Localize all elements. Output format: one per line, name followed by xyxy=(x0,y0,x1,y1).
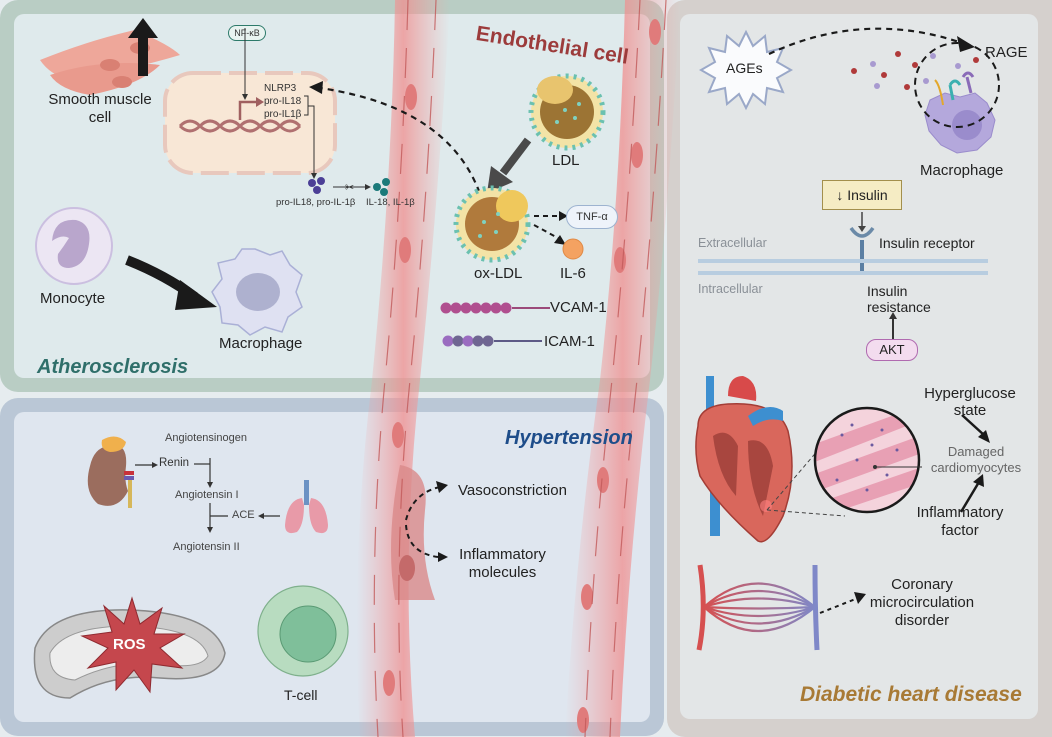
nfkb-badge: NF-κB xyxy=(228,25,266,41)
oxldl-particle-icon xyxy=(453,185,531,263)
endothelial-nucleus xyxy=(649,19,661,45)
heart-icon xyxy=(695,376,793,543)
lung-to-ace-arrow xyxy=(258,513,280,519)
ldl-particle-icon xyxy=(528,73,606,151)
cardiomyocyte-histology-icon xyxy=(813,406,922,514)
ace-cleavage-arrow xyxy=(207,503,228,533)
insulin-box: ↓ Insulin xyxy=(822,180,902,210)
monocyte-label: Monocyte xyxy=(40,290,106,307)
akt-badge: AKT xyxy=(866,339,918,361)
endothelial-nucleus xyxy=(577,707,589,733)
ages-label: AGEs xyxy=(726,60,763,76)
oxldl-cytokine-arrows xyxy=(533,211,568,245)
t-cell-label: T-cell xyxy=(284,687,318,703)
atherosclerosis-title: Atherosclerosis xyxy=(37,356,189,378)
capillary-network-icon xyxy=(696,564,820,651)
angiotensin-1-label: Angiotensin I xyxy=(175,489,239,501)
pro-cytokine-dot xyxy=(308,179,316,187)
hyperglucose-arrow xyxy=(961,414,990,443)
nucleus-gene-list: NLRP3 pro-IL18 pro-IL1β xyxy=(264,82,301,121)
inflammatory-molecules-label: Inflammatory molecules xyxy=(459,546,546,581)
gene-nlrp3: NLRP3 xyxy=(264,83,297,94)
endothelial-nucleus xyxy=(597,467,609,493)
il6-icon xyxy=(562,238,584,260)
endothelial-nucleus xyxy=(631,142,643,168)
vcam-label: VCAM-1 xyxy=(550,299,607,316)
insulin-resistance-label: Insulin resistance xyxy=(867,283,931,315)
tnf-alpha-badge: TNF-α xyxy=(566,205,618,229)
gene-pro-il1b: pro-IL1β xyxy=(264,109,302,120)
cytokine-dot xyxy=(373,183,381,191)
t-cell-icon xyxy=(257,585,349,677)
ligand-dots xyxy=(851,51,979,90)
ace-label: ACE xyxy=(232,509,255,521)
endothelial-nucleus xyxy=(399,555,415,581)
renin-cleavage-arrow xyxy=(194,458,213,488)
pro-cytokine-dot xyxy=(313,186,321,194)
ages-to-rage-arrow xyxy=(768,27,979,90)
scissors-icon: ✂ xyxy=(345,182,354,194)
oxldl-label: ox-LDL xyxy=(474,265,523,282)
macrophage-icon xyxy=(211,248,303,336)
gene-pro-il18: pro-IL18 xyxy=(264,96,302,107)
endothelial-effect-arrows xyxy=(405,481,448,562)
cytokine-dot xyxy=(380,188,388,196)
monocyte-icon xyxy=(35,207,113,285)
insulin-receptor-icon xyxy=(849,212,875,272)
right-vessel-wall xyxy=(565,0,680,737)
inflammatory-factor-label: Inflammatory factor xyxy=(916,504,1004,539)
nucleus-icon xyxy=(163,28,337,175)
intracellular-label: Intracellular xyxy=(698,282,763,296)
smooth-muscle-label: Smooth muscle cell xyxy=(48,91,152,126)
cytokine-label: IL-18, IL-1β xyxy=(366,197,415,208)
icam-molecule-icon xyxy=(442,335,542,347)
hyperglucose-label: Hyperglucose state xyxy=(924,385,1016,419)
il6-label: IL-6 xyxy=(560,265,586,282)
kidney-to-renin-arrow xyxy=(135,462,158,468)
endothelial-nucleus xyxy=(581,584,593,610)
icam-label: ICAM-1 xyxy=(544,333,595,350)
endothelial-nucleus xyxy=(392,422,404,448)
pro-cytokine-label: pro-IL18, pro-IL-1β xyxy=(276,197,356,208)
pro-cytokine-dot xyxy=(317,177,325,185)
inflammatory-factor-arrow xyxy=(959,474,984,513)
cell-membrane-bottom xyxy=(698,271,988,275)
coronary-microcirculation-label: Coronary microcirculation disorder xyxy=(869,576,975,629)
akt-to-resistance-arrow xyxy=(889,312,897,339)
diabetic-macrophage-label: Macrophage xyxy=(920,162,1004,179)
cleavage-pathway: ✂ xyxy=(308,177,390,196)
endothelial-nucleus xyxy=(399,237,411,263)
macrophage-label: Macrophage xyxy=(219,335,303,352)
endothelial-nucleus xyxy=(405,84,417,110)
insulin-receptor-label: Insulin receptor xyxy=(879,235,975,251)
left-vessel-wall xyxy=(356,0,450,737)
up-arrow-icon xyxy=(128,18,158,76)
damaged-cardiomyocytes-label: Damaged cardiomyocytes xyxy=(930,444,1022,475)
rage-label: RAGE xyxy=(985,44,1028,61)
macrophage-rage-icon xyxy=(914,42,1000,154)
microcirculation-arrow xyxy=(819,592,866,614)
endothelial-nucleus xyxy=(383,670,395,696)
smooth-muscle-cell-icon xyxy=(40,30,180,95)
extracellular-label: Extracellular xyxy=(698,236,767,250)
cytokine-dot xyxy=(382,178,390,186)
lung-icon xyxy=(285,480,328,534)
oxldl-to-nlrp3-arrow xyxy=(309,81,485,204)
ros-label: ROS xyxy=(113,636,146,653)
angiotensinogen-label: Angiotensinogen xyxy=(165,432,247,444)
angiotensin-2-label: Angiotensin II xyxy=(173,541,240,553)
ldl-label: LDL xyxy=(552,152,580,169)
vcam-molecule-icon xyxy=(440,302,550,314)
cell-membrane-top xyxy=(698,259,988,263)
hypertension-title: Hypertension xyxy=(505,427,633,449)
kidney-icon xyxy=(87,436,134,508)
vasoconstriction-label: Vasoconstriction xyxy=(458,482,567,499)
gene-bracket-arrow xyxy=(304,95,317,179)
renin-label: Renin xyxy=(159,457,190,469)
diabetic-title: Diabetic heart disease xyxy=(800,683,1022,706)
ros-burst-icon xyxy=(80,596,186,694)
monocyte-to-macrophage-arrow xyxy=(125,255,217,310)
zoom-lines xyxy=(766,441,846,517)
